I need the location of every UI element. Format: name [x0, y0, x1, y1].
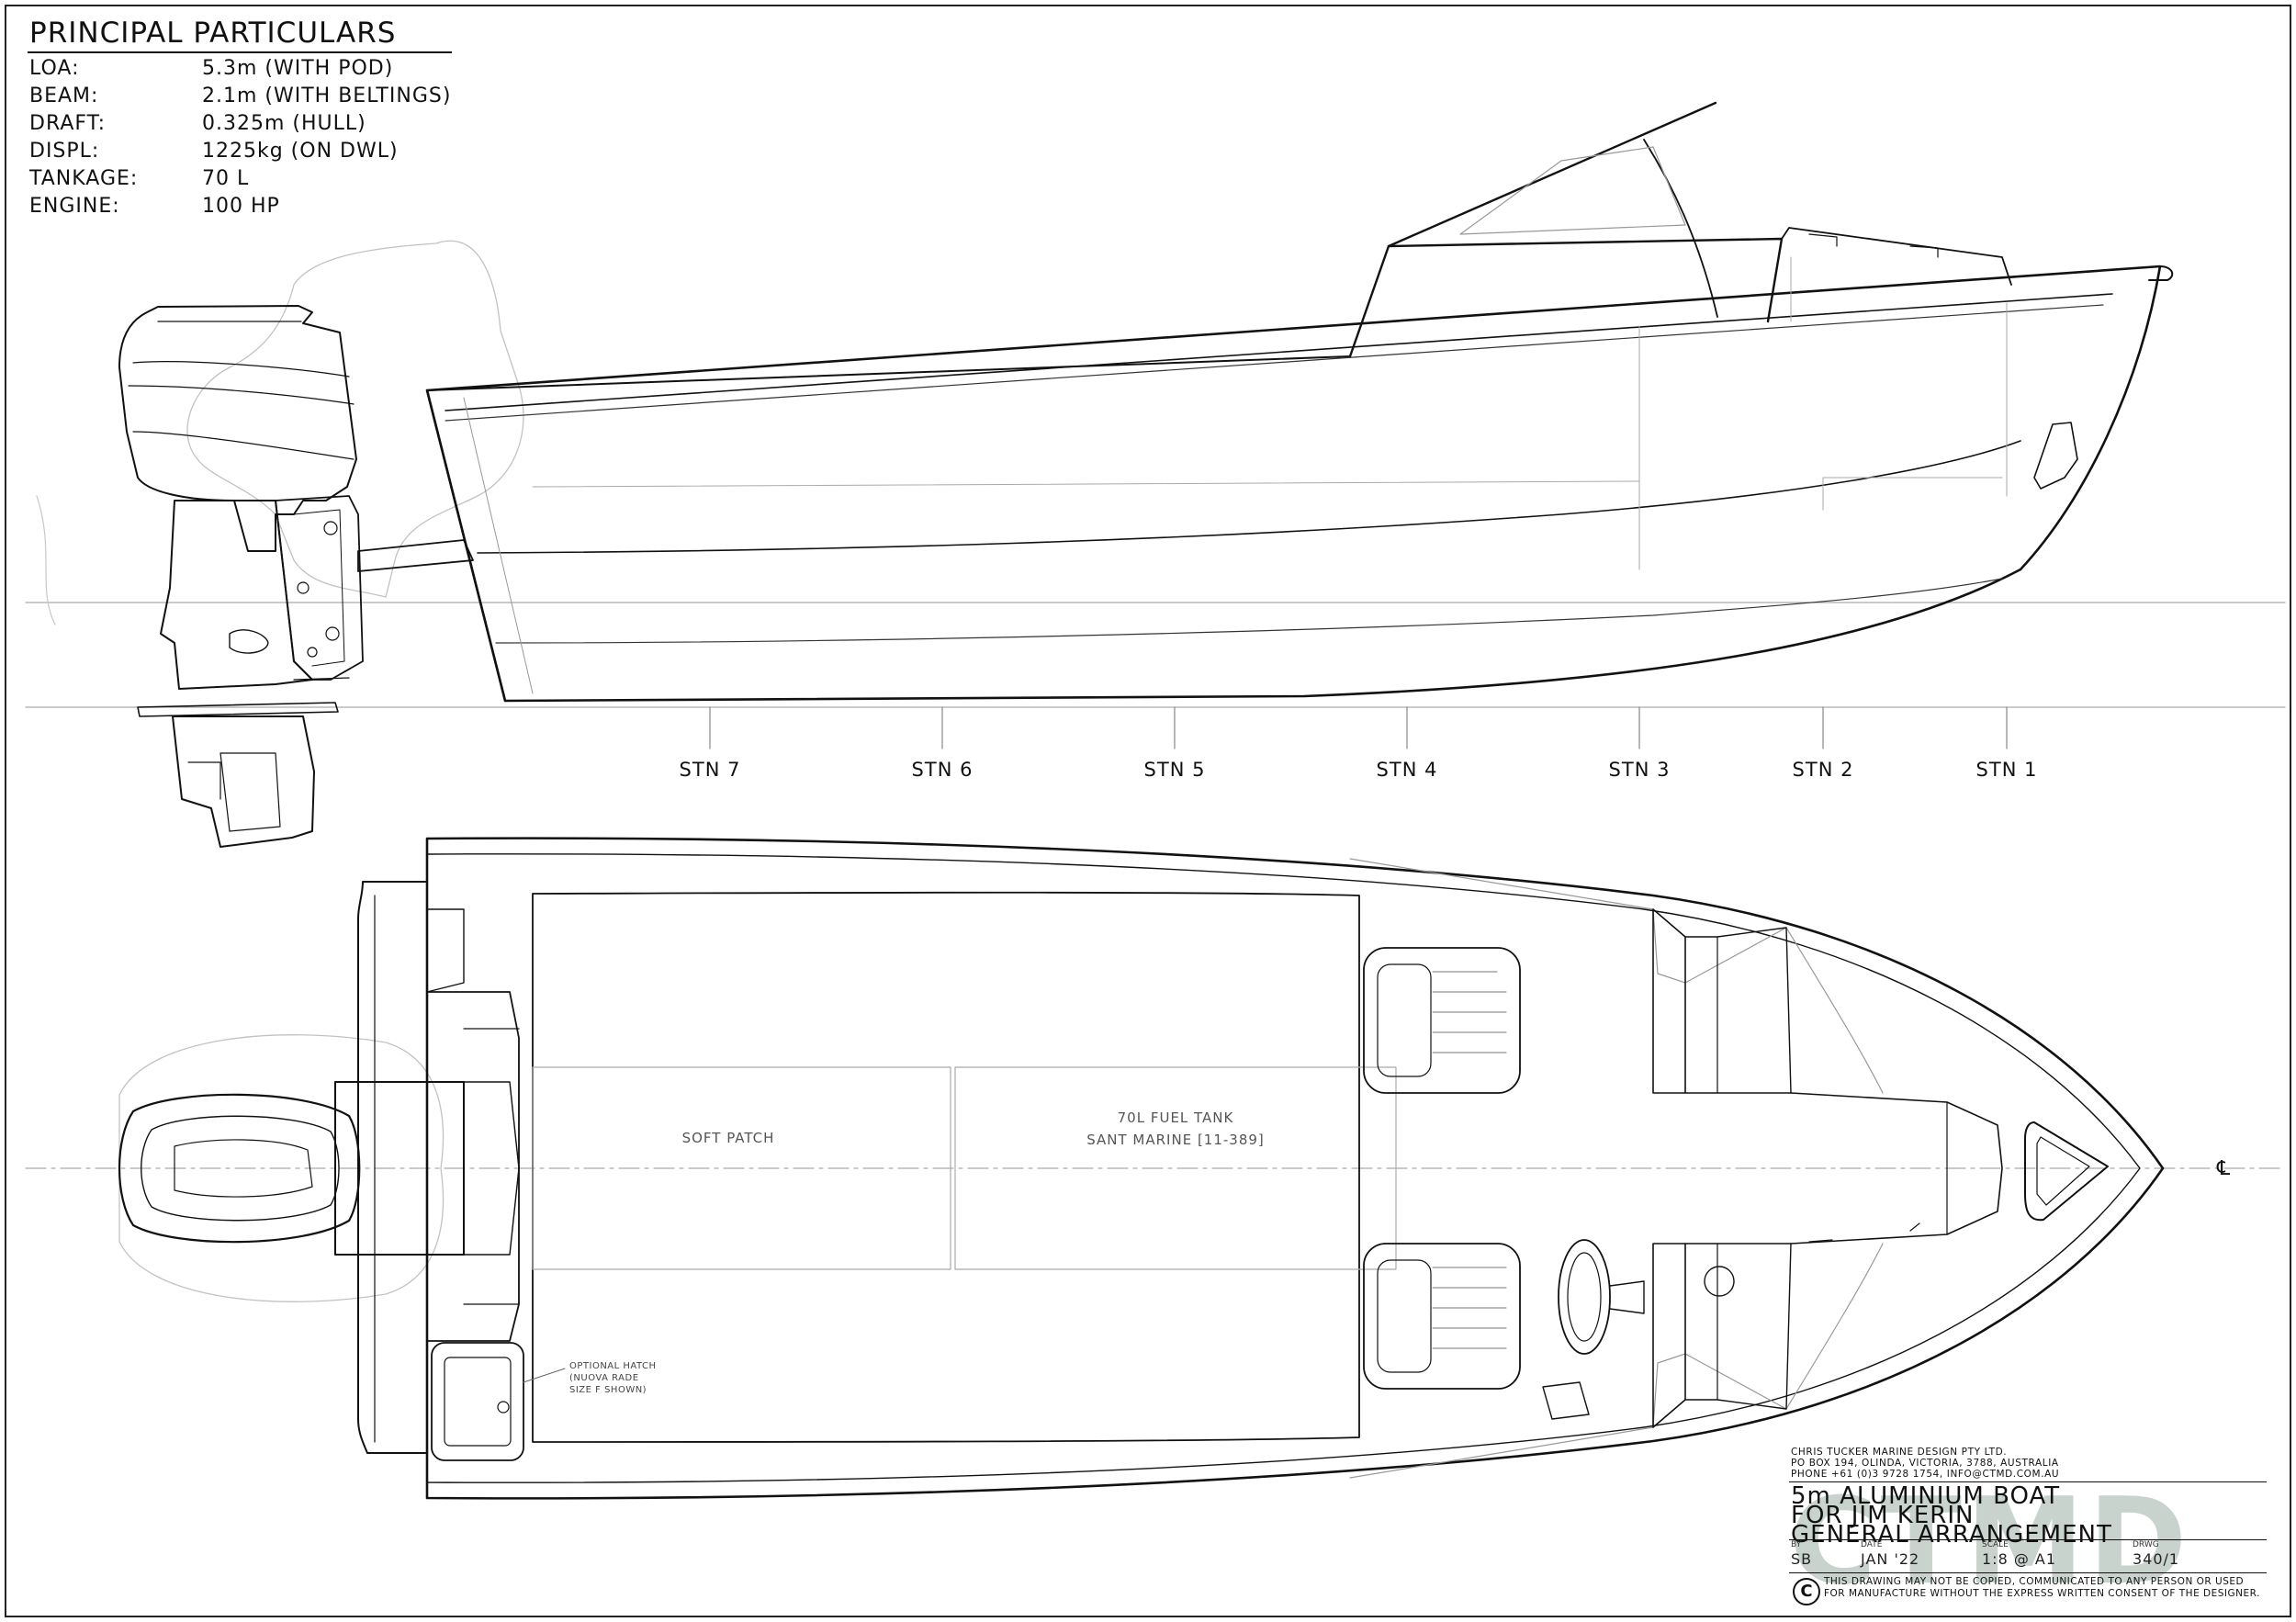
hatch-note-line1: OPTIONAL HATCH: [569, 1361, 657, 1371]
station-ticks: [709, 706, 2008, 749]
windscreen-frame: [1348, 237, 1784, 358]
cockpit-floor: [532, 891, 1360, 1443]
station-label-7: STN 7: [679, 759, 741, 781]
drwg-label: DRWG: [2133, 1540, 2159, 1549]
hatch-note-line3: SIZE F SHOWN): [569, 1385, 647, 1395]
particular-label: DRAFT:: [29, 112, 107, 135]
sheer-line: [445, 293, 2113, 411]
keel-strake: [495, 578, 2003, 644]
outboard-plan-ghost: [118, 1034, 445, 1302]
scale-value: 1:8 @ A1: [1982, 1550, 2057, 1568]
particular-value: 100 HP: [202, 195, 280, 218]
throttle: [1542, 1381, 1590, 1420]
drawing-title-line2: FOR JIM KERIN: [1791, 1502, 1975, 1529]
particular-label: DISPL:: [29, 140, 100, 163]
particular-value: 1225kg (ON DWL): [202, 140, 399, 163]
sheet-border: [5, 5, 2291, 1617]
tb-rule: [1789, 1481, 2267, 1482]
particular-label: TANKAGE:: [29, 167, 139, 190]
outboard-plan-cowl: [118, 1093, 361, 1244]
by-label: BY: [1791, 1540, 1802, 1549]
plan-view: [25, 837, 2286, 1500]
fuel-tank-label-line1: 70L FUEL TANK: [1117, 1109, 1234, 1126]
fuel-tank-panel: [954, 1066, 1397, 1270]
optional-hatch: [431, 1342, 524, 1461]
particular-value: 5.3m (WITH POD): [202, 57, 394, 80]
particular-value: 0.325m (HULL): [202, 112, 366, 135]
tb-rule: [1789, 1572, 2267, 1573]
hull-profile: [425, 265, 2162, 703]
fuel-tank-label-line2: SANT MARINE [11-389]: [1086, 1132, 1265, 1148]
station-label-1: STN 1: [1975, 759, 2038, 781]
drwg-value: 340/1: [2133, 1550, 2180, 1568]
foredeck-hatch: [1781, 227, 2012, 286]
seat-port: [1363, 947, 1521, 1094]
soft-patch-panel: [532, 1066, 951, 1270]
copyright-notice: THIS DRAWING MAY NOT BE COPIED, COMMUNIC…: [1824, 1576, 2260, 1599]
cav-plate: [137, 702, 339, 717]
bow-eye: [2033, 422, 2078, 490]
anchor-hatch: [2024, 1121, 2109, 1222]
belting-line: [445, 304, 2104, 422]
seat-starboard: [1363, 1243, 1521, 1390]
station-label-6: STN 6: [911, 759, 974, 781]
hatch-latch: [1808, 233, 1838, 247]
ctmd-watermark-logo: CTMD: [1789, 1471, 2191, 1611]
pod-platform: [357, 539, 474, 572]
motor-cowling: [118, 305, 357, 552]
soft-patch-label: SOFT PATCH: [681, 1130, 775, 1146]
station-label-3: STN 3: [1608, 759, 1671, 781]
hull-plan-outline: [425, 837, 2165, 1500]
transom-plan: [357, 881, 428, 1454]
particular-label: ENGINE:: [29, 195, 120, 218]
dash-port: [1652, 908, 1686, 1094]
screen-pillar: [1643, 139, 1718, 318]
dash-stbd: [1652, 1243, 1686, 1428]
canopy-top: [1387, 101, 1717, 248]
particular-value: 2.1m (WITH BELTINGS): [202, 84, 452, 107]
company-line2: PO BOX 194, OLINDA, VICTORIA, 3788, AUST…: [1791, 1458, 2059, 1469]
tb-rule: [1789, 1539, 2267, 1540]
particular-label: LOA:: [29, 57, 80, 80]
station-label-2: STN 2: [1792, 759, 1854, 781]
by-value: SB: [1791, 1550, 1813, 1568]
motor-midsection: [160, 500, 313, 690]
bow-roller: [2148, 265, 2174, 281]
particular-label: BEAM:: [29, 84, 99, 107]
date-value: JAN '22: [1861, 1550, 1920, 1568]
hatch-latch: [1909, 245, 1939, 258]
date-label: DATE: [1861, 1540, 1883, 1549]
particular-value: 70 L: [202, 167, 250, 190]
drawing-title-line3: GENERAL ARRANGEMENT: [1791, 1521, 2112, 1549]
hull-plan-inner: [426, 853, 2141, 1483]
station-label-4: STN 4: [1376, 759, 1438, 781]
chine-line: [477, 440, 2021, 554]
drawing-title-line1: 5m ALUMINIUM BOAT: [1791, 1482, 2061, 1510]
hatch-note-line2: (NUOVA RADE: [569, 1373, 639, 1383]
ghost-line: [36, 495, 56, 625]
screen-glass: [1459, 146, 1686, 235]
scale-label: SCALE: [1982, 1540, 2009, 1549]
outboard-motor-profile: [118, 305, 364, 848]
motor-mount: [334, 1081, 465, 1256]
gunwale-line: [426, 355, 1351, 391]
particulars-underline: [28, 51, 452, 53]
copyright-icon: C: [1793, 1578, 1820, 1605]
motor-bracket: [275, 495, 364, 681]
company-line1: CHRIS TUCKER MARINE DESIGN PTY LTD.: [1791, 1447, 2008, 1458]
station-label-5: STN 5: [1143, 759, 1206, 781]
steering-wheel: [1558, 1239, 1645, 1355]
lower-unit: [172, 715, 315, 848]
particulars-title: PRINCIPAL PARTICULARS: [29, 17, 397, 50]
title-block: CTMD CHRIS TUCKER MARINE DESIGN PTY LTD.…: [1789, 1447, 2267, 1614]
transom-inner: [463, 397, 534, 694]
profile-view: [25, 101, 2286, 848]
company-line3: PHONE +61 (0)3 9728 1754, INFO@CTMD.COM.…: [1791, 1469, 2060, 1480]
centreline-symbol: ℄: [2217, 1157, 2231, 1180]
